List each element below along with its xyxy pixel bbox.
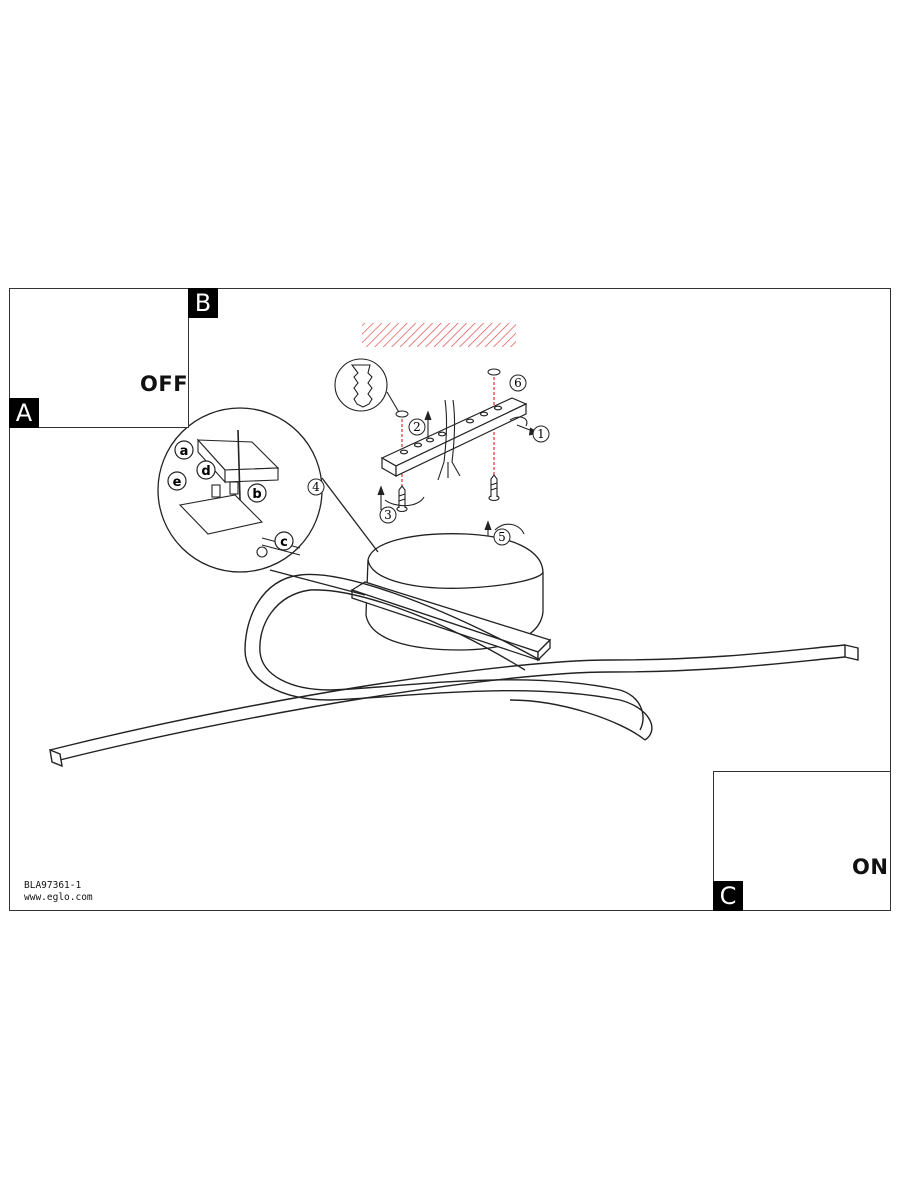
- screw-right-icon: [488, 474, 500, 502]
- step-label-a: A: [9, 398, 39, 428]
- wire-step-c: c: [280, 535, 288, 550]
- on-label: ON: [852, 855, 889, 879]
- wiring-detail-magnifier: [157, 407, 379, 596]
- step-label-b: B: [188, 288, 218, 318]
- mount-step-1: 1: [537, 427, 545, 441]
- canopy: [365, 533, 544, 651]
- wall-plug-icon: [334, 358, 401, 415]
- footer-code: BLA97361-1: [24, 880, 82, 891]
- mount-step-2: 2: [413, 420, 421, 434]
- drill-hole-left: [395, 410, 409, 418]
- mount-step-4: 4: [312, 480, 320, 494]
- wire-step-markers: [167, 440, 294, 551]
- wire-step-b: b: [252, 487, 261, 502]
- mount-step-6: 6: [514, 376, 522, 390]
- mount-step-3: 3: [384, 508, 392, 522]
- diagram-frame: [9, 288, 891, 911]
- off-label: OFF: [140, 372, 189, 396]
- mains-cable: [437, 399, 461, 481]
- screw-left-icon: [396, 485, 408, 513]
- panel-off: [9, 288, 189, 428]
- terminal-block: [178, 429, 301, 558]
- ceiling-hatch: [362, 323, 516, 347]
- mount-step-5: 5: [498, 530, 506, 544]
- wire-step-d: d: [201, 464, 210, 479]
- drill-hole-right: [487, 368, 501, 376]
- light-ribbon: [49, 573, 859, 768]
- footer-url: www.eglo.com: [24, 892, 93, 903]
- mount-step-markers: [307, 374, 550, 546]
- step-label-c: C: [713, 881, 743, 911]
- wire-step-e: e: [173, 475, 182, 490]
- wire-step-a: a: [180, 444, 189, 459]
